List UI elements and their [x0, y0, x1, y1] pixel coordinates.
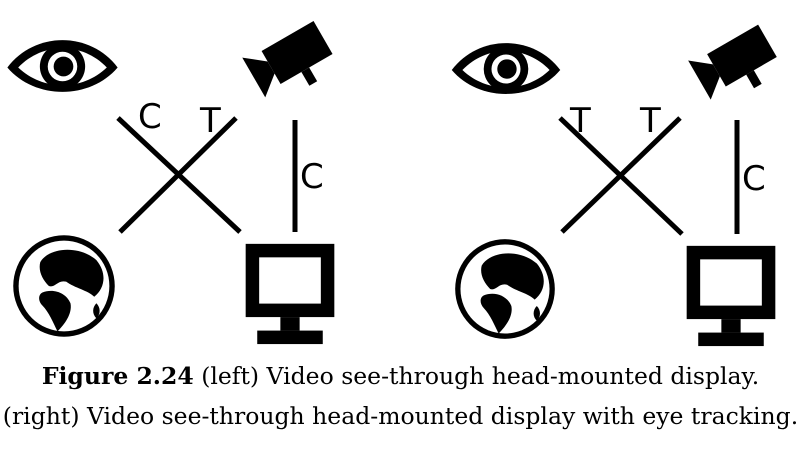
- edge-label: C: [138, 97, 162, 137]
- figure-number: Figure 2.24: [41, 362, 194, 390]
- caption-left-text: (left) Video see-through head-mounted di…: [201, 362, 760, 390]
- edge-label: T: [639, 101, 661, 141]
- video-camera-icon: [242, 17, 341, 102]
- globe-icon: [455, 239, 555, 339]
- eye-icon: [5, 38, 120, 94]
- edge-camera-to-globe: [118, 116, 238, 234]
- figure-caption-continued: (right) Video see-through head-mounted d…: [0, 402, 801, 430]
- monitor-icon: [245, 243, 335, 345]
- panel-left: C T C: [5, 17, 341, 345]
- edge-label: T: [569, 101, 591, 141]
- monitor-icon: [686, 245, 776, 347]
- panel-right: T T C: [450, 21, 785, 347]
- diagram-canvas: C T C T T C: [5, 17, 785, 347]
- caption-right-text: (right) Video see-through head-mounted d…: [2, 402, 799, 430]
- globe-icon: [13, 235, 115, 337]
- figure-caption: Figure 2.24 (left) Video see-through hea…: [0, 362, 801, 390]
- edge-label: C: [742, 159, 766, 199]
- edge-label: T: [199, 101, 221, 141]
- edge-label: C: [300, 157, 324, 197]
- video-camera-icon: [688, 21, 785, 104]
- eye-icon: [450, 41, 562, 96]
- edge-camera-to-globe: [560, 116, 682, 234]
